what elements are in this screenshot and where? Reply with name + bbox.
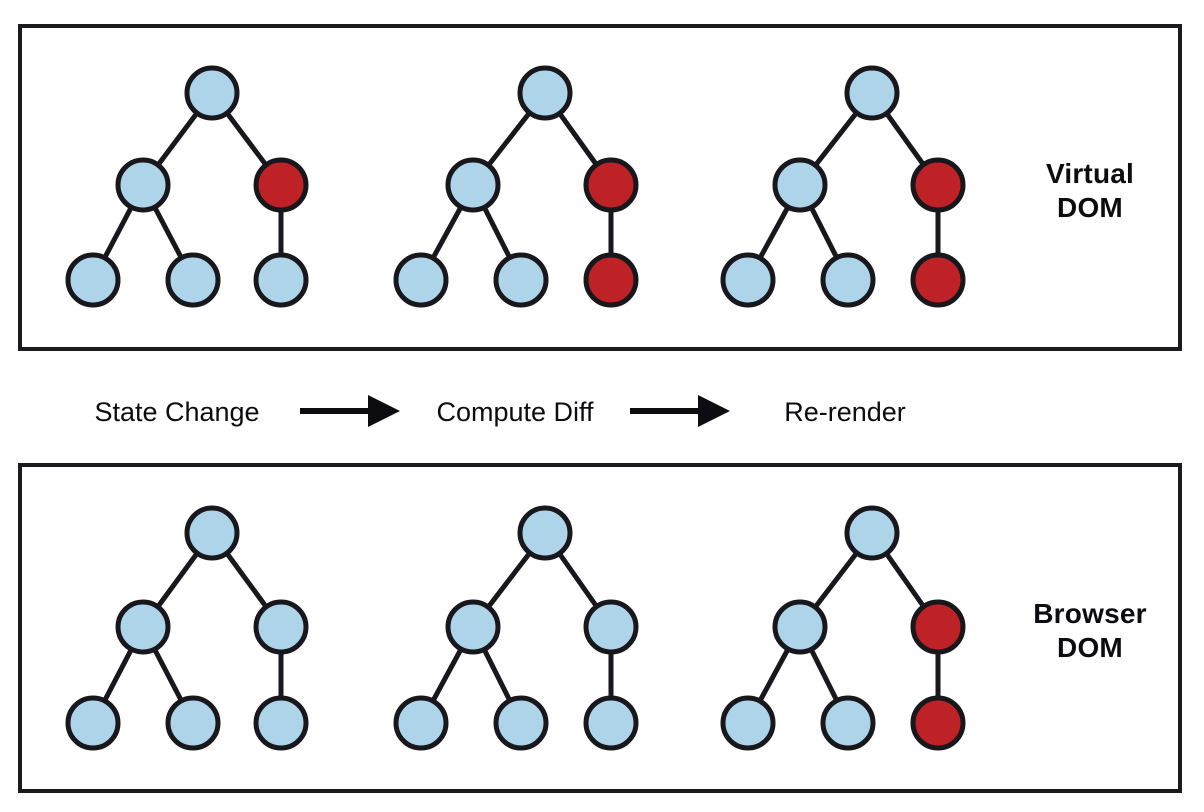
tree-node-leaf-2[interactable] (165, 695, 221, 751)
tree-node-leaf-2[interactable] (165, 252, 221, 308)
tree-node-left-child[interactable] (445, 599, 501, 655)
tree-node-leaf-1[interactable] (65, 252, 121, 308)
tree-node-leaf-3[interactable] (583, 252, 639, 308)
tree-node-leaf-2[interactable] (493, 695, 549, 751)
tree-browser-1 (65, 505, 309, 751)
tree-node-right-child[interactable] (253, 599, 309, 655)
flow-row: State Change Compute Diff Re-render (94, 395, 906, 427)
tree-node-leaf-3[interactable] (253, 695, 309, 751)
panel-label-virtual-dom-line1: Virtual (1046, 158, 1134, 189)
tree-node-left-child[interactable] (772, 599, 828, 655)
panel-browser-dom: Browser DOM (18, 463, 1182, 793)
flow-step-re-render: Re-render (784, 397, 906, 427)
tree-node-root[interactable] (844, 65, 900, 121)
tree-node-leaf-2[interactable] (820, 695, 876, 751)
tree-node-leaf-1[interactable] (65, 695, 121, 751)
tree-node-left-child[interactable] (115, 157, 171, 213)
tree-node-leaf-3[interactable] (253, 252, 309, 308)
tree-node-root[interactable] (844, 505, 900, 561)
tree-node-leaf-1[interactable] (393, 252, 449, 308)
tree-node-left-child[interactable] (772, 157, 828, 213)
tree-node-right-child[interactable] (583, 157, 639, 213)
panel-label-virtual-dom-line2: DOM (1057, 192, 1123, 223)
tree-browser-2 (393, 505, 639, 751)
tree-node-leaf-1[interactable] (720, 695, 776, 751)
tree-browser-3 (720, 505, 966, 751)
tree-node-root[interactable] (517, 505, 573, 561)
tree-node-leaf-1[interactable] (720, 252, 776, 308)
arrow-right-icon-1 (300, 395, 400, 427)
panel-label-browser-dom-line1: Browser (1033, 598, 1146, 629)
panel-virtual-dom: Virtual DOM (18, 24, 1182, 351)
tree-node-leaf-3[interactable] (910, 252, 966, 308)
tree-virtual-3 (720, 65, 966, 308)
tree-virtual-2 (393, 65, 639, 308)
tree-node-right-child[interactable] (910, 157, 966, 213)
tree-node-leaf-3[interactable] (910, 695, 966, 751)
tree-virtual-1 (65, 65, 309, 308)
arrow-right-icon-2 (630, 395, 730, 427)
tree-node-right-child[interactable] (910, 599, 966, 655)
panel-label-browser-dom-line2: DOM (1057, 632, 1123, 663)
arrow-head (368, 395, 400, 427)
tree-node-leaf-1[interactable] (393, 695, 449, 751)
flow-step-state-change: State Change (94, 397, 259, 427)
tree-node-left-child[interactable] (445, 157, 501, 213)
tree-node-root[interactable] (184, 65, 240, 121)
tree-node-root[interactable] (184, 505, 240, 561)
tree-node-leaf-3[interactable] (583, 695, 639, 751)
tree-node-leaf-2[interactable] (820, 252, 876, 308)
tree-node-left-child[interactable] (115, 599, 171, 655)
tree-node-right-child[interactable] (583, 599, 639, 655)
tree-node-leaf-2[interactable] (493, 252, 549, 308)
flow-step-compute-diff: Compute Diff (436, 397, 594, 427)
tree-node-root[interactable] (517, 65, 573, 121)
tree-node-right-child[interactable] (253, 157, 309, 213)
arrow-head (698, 395, 730, 427)
